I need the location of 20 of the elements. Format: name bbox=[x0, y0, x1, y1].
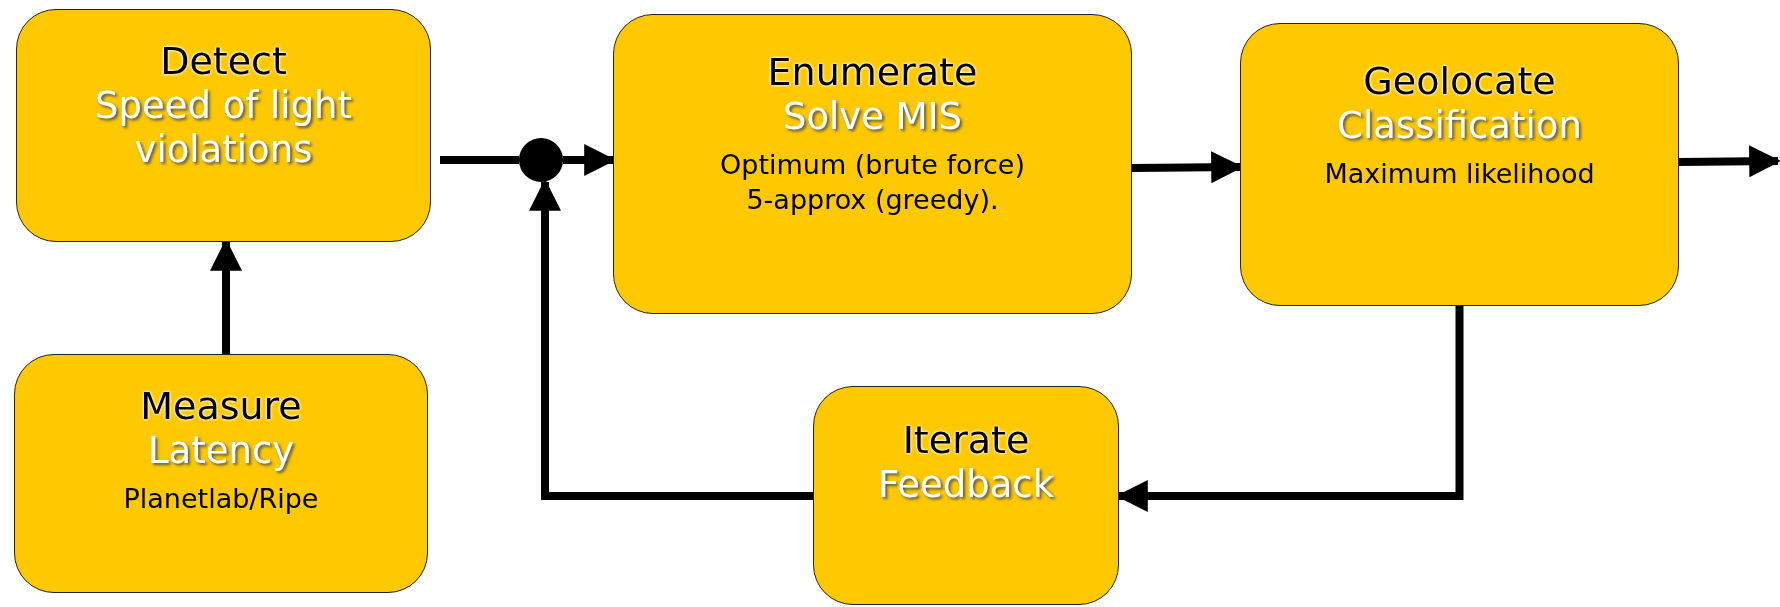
box-title: Measure bbox=[140, 385, 302, 429]
process-box bbox=[613, 14, 1132, 314]
box-note: Planetlab/Ripe bbox=[123, 482, 319, 517]
process-box bbox=[16, 9, 431, 242]
box-title: Enumerate bbox=[767, 51, 978, 95]
process-box bbox=[813, 386, 1119, 605]
box-title: Iterate bbox=[902, 419, 1030, 463]
box-note: Optimum (brute force) 5-approx (greedy). bbox=[719, 148, 1026, 218]
process-box bbox=[14, 354, 428, 593]
arrow bbox=[1678, 145, 1780, 178]
junction-dot bbox=[519, 138, 563, 182]
box-subtitle: Feedback bbox=[877, 462, 1055, 508]
box-subtitle: Latency bbox=[147, 428, 295, 474]
box-title: Geolocate bbox=[1363, 60, 1556, 104]
box-note: Maximum likelihood bbox=[1324, 157, 1595, 192]
box-title: Detect bbox=[160, 40, 287, 84]
box-subtitle: Speed of light violations bbox=[93, 83, 354, 173]
process-box bbox=[1240, 23, 1679, 306]
box-subtitle: Classification bbox=[1337, 103, 1582, 149]
box-subtitle: Solve MIS bbox=[782, 94, 963, 140]
